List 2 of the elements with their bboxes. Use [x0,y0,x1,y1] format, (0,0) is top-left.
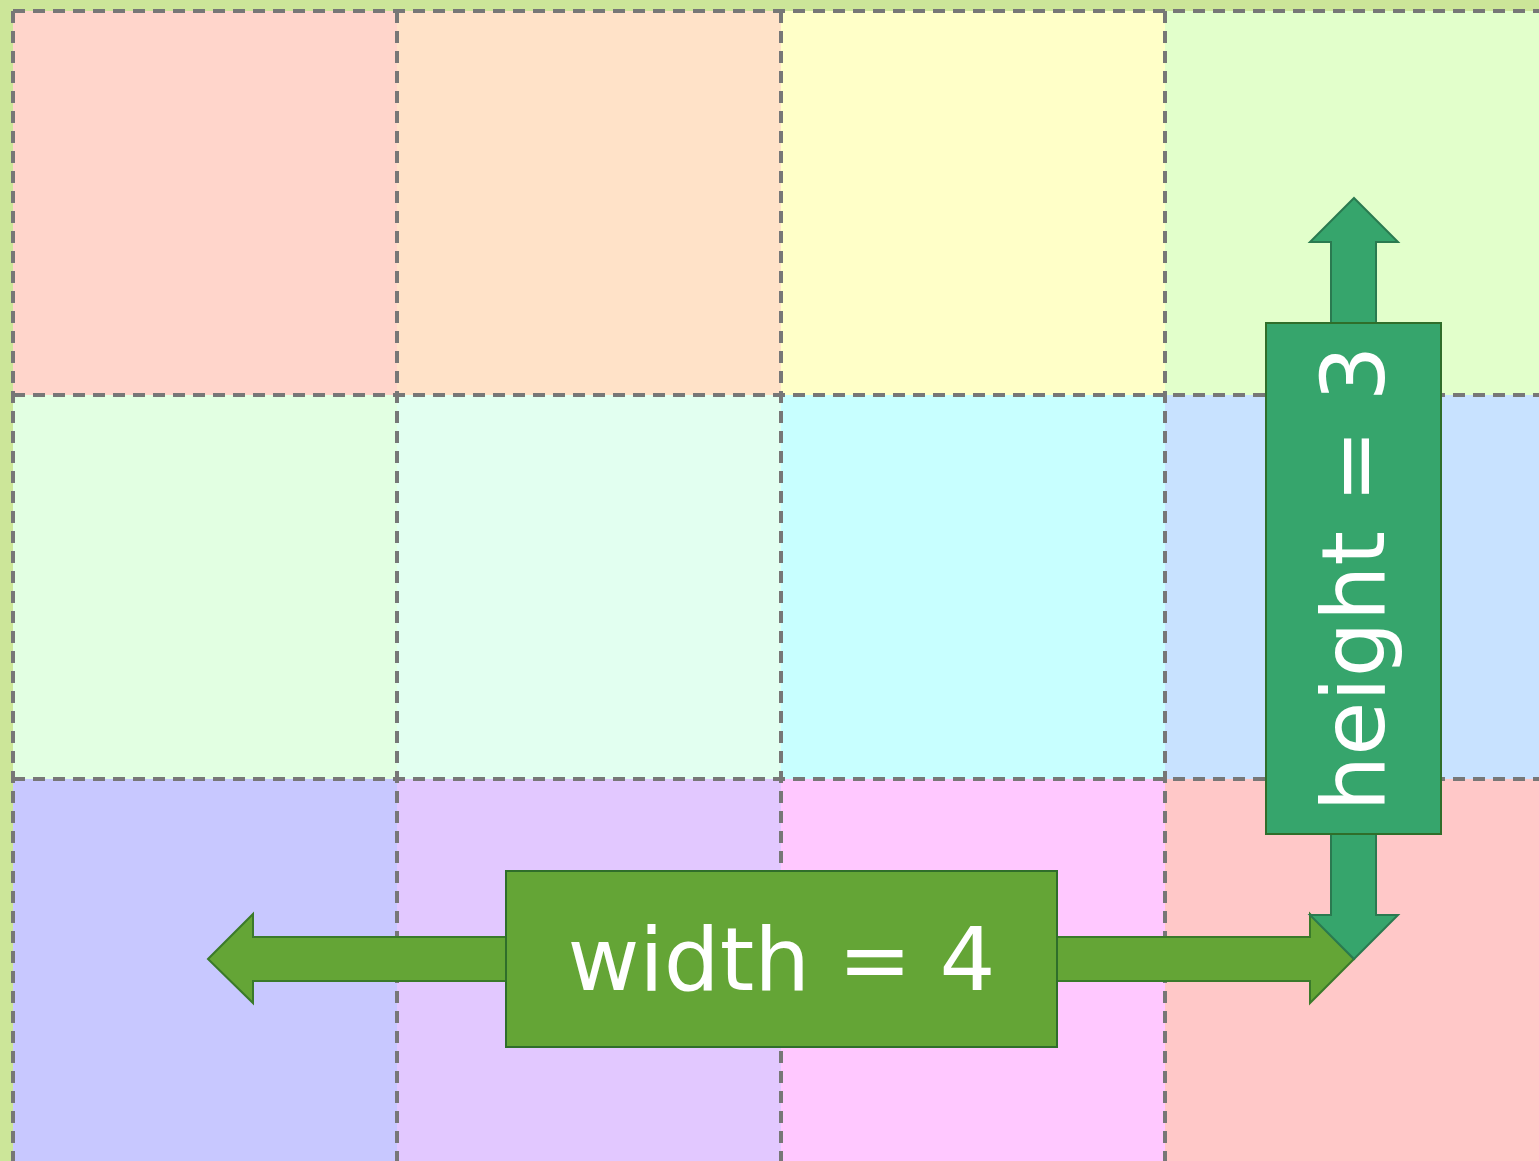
dimension-label: width = 4 [505,870,1058,1048]
dimension-label: height = 3 [1265,322,1442,835]
